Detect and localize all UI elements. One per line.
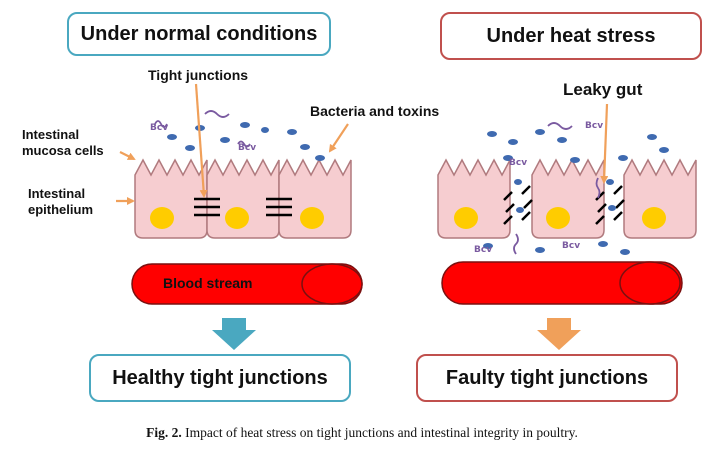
tight-junction [266, 197, 292, 217]
broken-tight-junction [503, 185, 533, 225]
epithelium-label-line2: epithelium [28, 202, 94, 217]
toxin-glyph: Bcv [562, 241, 580, 251]
mucosa-cell [623, 158, 697, 239]
blood-stream-label: Blood stream [163, 275, 253, 291]
tight-junctions-label: Tight junctions [148, 67, 249, 83]
nucleus [546, 207, 570, 229]
broken-tight-junction [595, 185, 625, 225]
mucosa-cell [531, 158, 605, 239]
toxin-glyph: Bcv [474, 245, 492, 255]
normal-bacteria [167, 122, 325, 161]
mucosa-cells-label-line1: Intestinal [22, 127, 80, 142]
normal-conditions-title: Under normal conditions [80, 22, 318, 45]
normal-conditions-title-box: Under normal conditions [67, 12, 331, 56]
down-arrow-healthy [212, 318, 256, 350]
caption-text: Impact of heat stress on tight junctions… [181, 425, 578, 440]
nucleus [150, 207, 174, 229]
stressed-blood-stream [441, 261, 683, 305]
figure-number: Fig. 2. [146, 425, 182, 440]
nucleus [300, 207, 324, 229]
figure-caption: Fig. 2. Impact of heat stress on tight j… [0, 425, 724, 441]
healthy-outcome-box: Healthy tight junctions [89, 354, 351, 402]
epithelium-label-line1: Intestinal [28, 186, 86, 201]
toxin-glyph: Bcv [238, 143, 256, 153]
healthy-outcome-text: Healthy tight junctions [112, 366, 328, 389]
normal-toxins [154, 110, 251, 148]
toxin-glyph: Bcv [509, 158, 527, 168]
mucosa-cells-label: Intestinal mucosa cells [22, 127, 104, 159]
faulty-outcome-box: Faulty tight junctions [416, 354, 678, 402]
stressed-epithelium [437, 158, 697, 239]
toxin-glyph: Bcv [150, 123, 168, 133]
toxin-glyph: Bcv [585, 121, 603, 131]
mucosa-cells-label-line2: mucosa cells [22, 143, 104, 158]
bacteria-toxins-label: Bacteria and toxins [310, 103, 440, 119]
nucleus [225, 207, 249, 229]
tight-junction [194, 197, 220, 217]
nucleus [454, 207, 478, 229]
mucosa-cell [278, 158, 352, 239]
mucosa-cell [206, 158, 280, 239]
leaky-gut-label: Leaky gut [563, 80, 643, 99]
down-arrow-faulty [537, 318, 581, 350]
normal-blood-stream [131, 263, 363, 305]
mucosa-cell [437, 158, 511, 239]
faulty-outcome-text: Faulty tight junctions [445, 366, 649, 389]
normal-epithelium [134, 158, 352, 239]
label-arrows-right [600, 103, 609, 184]
label-arrows-left [116, 83, 349, 205]
mucosa-cell [134, 158, 208, 239]
nucleus [642, 207, 666, 229]
heat-stress-title: Under heat stress [486, 24, 656, 47]
epithelium-label: Intestinal epithelium [28, 186, 93, 218]
heat-stress-title-box: Under heat stress [440, 12, 702, 60]
